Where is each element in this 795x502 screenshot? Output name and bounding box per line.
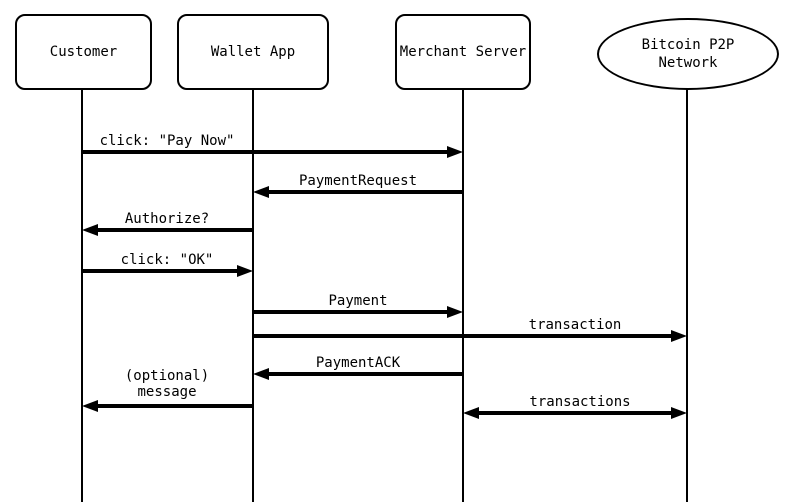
participant-merchant-server: Merchant Server — [395, 14, 531, 90]
arrowhead-left-icon — [253, 186, 269, 198]
message-line-optional-message — [96, 404, 253, 408]
lifeline-merchant-server — [462, 88, 464, 502]
arrowhead-left-icon — [82, 400, 98, 412]
lifeline-customer — [81, 88, 83, 502]
lifeline-wallet-app — [252, 88, 254, 502]
message-line-transactions — [477, 411, 671, 415]
message-line-authorize — [96, 228, 253, 232]
participant-customer: Customer — [15, 14, 152, 90]
participant-wallet-app-label: Wallet App — [210, 44, 296, 60]
message-label-payment-request: PaymentRequest — [298, 173, 418, 189]
arrowhead-right-icon — [447, 306, 463, 318]
message-label-authorize: Authorize? — [124, 211, 210, 227]
participant-wallet-app: Wallet App — [177, 14, 329, 90]
arrowhead-left-icon — [463, 407, 479, 419]
message-label-payment-ack: PaymentACK — [315, 355, 401, 371]
message-label-click-ok: click: "OK" — [120, 252, 214, 268]
message-line-click-ok — [82, 269, 237, 273]
message-label-transactions: transactions — [529, 394, 631, 410]
message-line-payment-request — [267, 190, 463, 194]
message-label-transaction: transaction — [528, 317, 622, 333]
arrowhead-right-icon — [447, 146, 463, 158]
participant-bitcoin-p2p-label-line2: Network — [658, 55, 718, 71]
message-line-payment-ack — [267, 372, 463, 376]
arrowhead-right-icon — [671, 407, 687, 419]
arrowhead-right-icon — [671, 330, 687, 342]
message-line-transaction — [253, 334, 671, 338]
arrowhead-left-icon — [253, 368, 269, 380]
arrowhead-left-icon — [82, 224, 98, 236]
message-line-payment — [253, 310, 447, 314]
participant-bitcoin-p2p-label-line1: Bitcoin P2P — [641, 37, 735, 53]
message-label-click-pay-now: click: "Pay Now" — [99, 133, 235, 149]
participant-merchant-server-label: Merchant Server — [399, 44, 527, 60]
lifeline-bitcoin-p2p-network — [686, 88, 688, 502]
message-line-click-pay-now — [82, 150, 447, 154]
message-label-optional-line1: (optional) — [124, 368, 210, 384]
message-label-payment: Payment — [328, 293, 388, 309]
participant-bitcoin-p2p-network: Bitcoin P2P Network — [597, 18, 779, 90]
message-label-optional-message: (optional)message — [125, 368, 209, 400]
participant-customer-label: Customer — [49, 44, 118, 60]
arrowhead-right-icon — [237, 265, 253, 277]
message-label-optional-line2: message — [137, 384, 197, 400]
